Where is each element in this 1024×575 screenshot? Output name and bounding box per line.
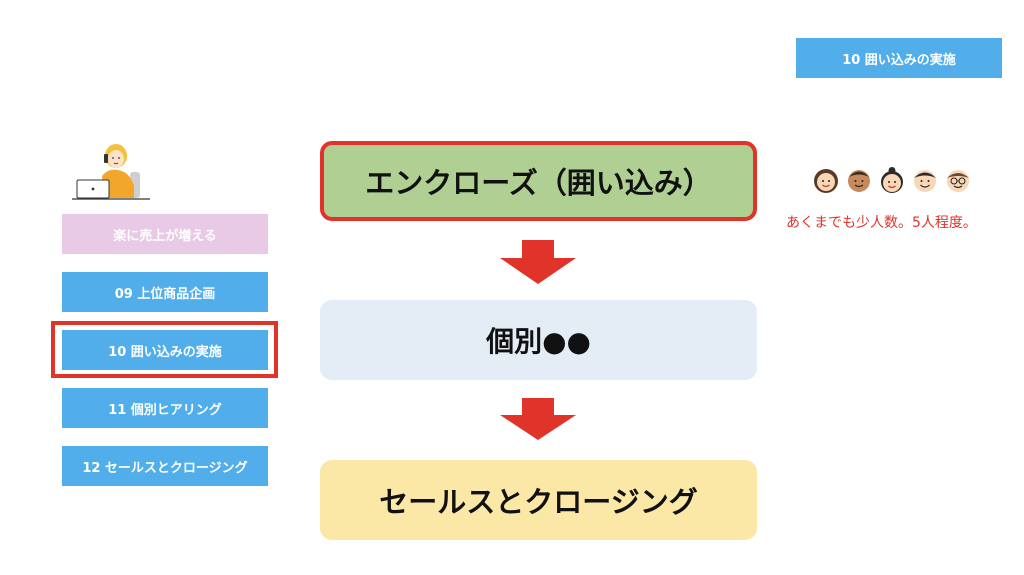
sidebar-item-09[interactable]: 09 上位商品企画 — [62, 272, 268, 312]
down-arrow-icon — [500, 398, 576, 440]
sidebar-item-10[interactable]: 10 囲い込みの実施 — [62, 330, 268, 370]
woman-face-icon — [881, 167, 903, 193]
man-face-icon — [914, 170, 936, 192]
sidebar-item-12[interactable]: 12 セールスとクロージング — [62, 446, 268, 486]
participants-faces — [812, 166, 972, 196]
man-glasses-face-icon — [947, 170, 969, 192]
current-item-highlight — [51, 321, 278, 378]
sidebar-item-11[interactable]: 11 個別ヒアリング — [62, 388, 268, 428]
flow-step-enclose: エンクローズ（囲い込み） — [320, 141, 757, 221]
sidebar-item-sales-increase[interactable]: 楽に売上が増える — [62, 214, 268, 254]
down-arrow-icon — [500, 240, 576, 284]
person-at-laptop-icon — [72, 144, 150, 200]
man-face-icon — [848, 170, 870, 192]
group-size-note: あくまでも少人数。5人程度。 — [786, 215, 977, 231]
flow-step-individual: 個別●● — [320, 300, 757, 380]
current-section-tag: 10 囲い込みの実施 — [796, 38, 1002, 78]
flow-step-sales-closing: セールスとクロージング — [320, 460, 757, 540]
woman-face-icon — [814, 169, 838, 193]
